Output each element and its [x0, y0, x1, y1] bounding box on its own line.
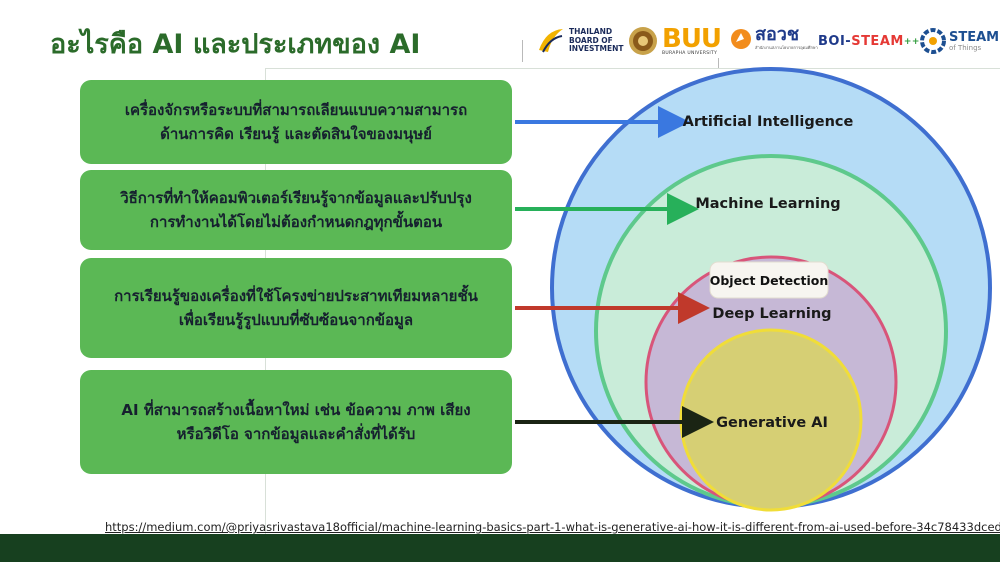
- buu-name: BUU: [662, 23, 722, 54]
- description-machine-learning: วิธีการที่ทำให้คอมพิวเตอร์เรียนรู้จากข้อ…: [80, 170, 512, 250]
- sorvor-sub: สำนักงานสภานโยบายการอุดมศึกษา: [755, 45, 818, 50]
- partner-logos: THAILAND BOARD OF INVESTMENT BUU BURAPHA…: [520, 18, 999, 80]
- sorvor-logo: สอวช สำนักงานสภานโยบายการอุดมศึกษา: [730, 26, 818, 51]
- object-detection-tag: [709, 261, 829, 299]
- steam-line1: STEAM: [949, 29, 1000, 45]
- object-detection-label: Object Detection: [710, 273, 829, 288]
- description-ai: เครื่องจักรหรือระบบที่สามารถเลียนแบบความ…: [80, 80, 512, 164]
- buu-sub: BURAPHA UNIVERSITY: [662, 50, 718, 56]
- logo-divider: [522, 40, 523, 62]
- source-citation-link[interactable]: https://medium.com/@priyasrivastava18off…: [105, 520, 1000, 534]
- buu-logo: BUU BURAPHA UNIVERSITY: [628, 23, 722, 56]
- slide-title: อะไรคือ AI และประเภทของ AI: [50, 29, 421, 60]
- steam-of-things-logo: STEAM of Things: [920, 28, 999, 54]
- description-generative-ai: AI ที่สามารถสร้างเนื้อหาใหม่ เช่น ข้อควา…: [80, 370, 512, 474]
- label-artificial-intelligence: Artificial Intelligence: [683, 114, 854, 130]
- boi-line2: BOARD OF: [569, 35, 613, 45]
- buu-seal-icon: [629, 27, 657, 55]
- boi-emblem-icon: [539, 29, 563, 53]
- description-deep-learning: การเรียนรู้ของเครื่องที่ใช้โครงข่ายประสา…: [80, 258, 512, 358]
- sorvor-emblem-icon: [731, 28, 751, 49]
- label-deep-learning: Deep Learning: [712, 306, 831, 322]
- boi-steam-logo: BOI- STEAM ++: [818, 34, 920, 49]
- steam-gear-icon: [920, 28, 946, 54]
- boi-steam-part1: BOI-: [818, 34, 852, 49]
- sorvor-name: สอวช: [755, 24, 800, 45]
- label-generative-ai: Generative AI: [716, 415, 828, 431]
- boi-steam-part2: STEAM: [851, 34, 904, 49]
- label-machine-learning: Machine Learning: [695, 196, 840, 212]
- footer-bar: [0, 534, 1000, 562]
- steam-line2: of Things: [949, 43, 982, 52]
- boi-steam-sup: ++: [903, 36, 920, 47]
- boi-logo: THAILAND BOARD OF INVESTMENT: [536, 26, 624, 56]
- boi-line1: THAILAND: [569, 27, 613, 37]
- boi-line3: INVESTMENT: [569, 44, 624, 54]
